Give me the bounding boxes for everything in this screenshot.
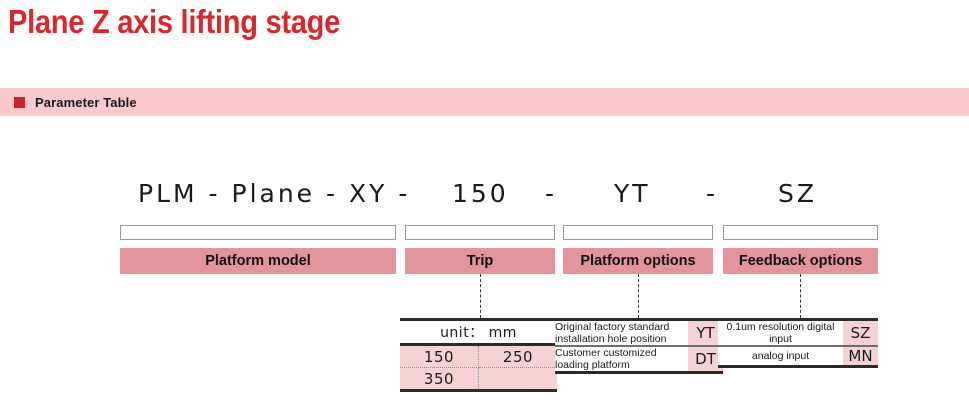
feedback-option-code-mn: MN: [843, 346, 878, 365]
connector-platform-options: [638, 274, 639, 318]
table-row: 150 250: [400, 344, 557, 368]
platform-options-subtable: Original factory standard installation h…: [555, 318, 723, 374]
category-label-feedback-options: Feedback options: [723, 248, 878, 274]
page-title: Plane Z axis lifting stage: [8, 3, 341, 40]
code-dash-2: -: [706, 179, 716, 208]
code-token-platform-options: YT: [614, 179, 651, 208]
platform-option-description-dt: Customer customized loading platform: [555, 346, 688, 371]
feedback-options-subtable: 0.1um resolution digital input SZ analog…: [718, 318, 878, 368]
bracket-platform-options: [563, 225, 713, 240]
table-row: 350: [400, 367, 557, 389]
bracket-trip: [405, 225, 555, 240]
platform-option-description-yt: Original factory standard installation h…: [555, 321, 688, 347]
connector-feedback-options: [800, 274, 801, 318]
trip-value-150: 150: [400, 344, 479, 368]
bracket-feedback-options: [723, 225, 878, 240]
bracket-platform-model: [120, 225, 396, 240]
table-row: analog input MN: [718, 346, 878, 365]
trip-subtable: unit： mm 150 250 350: [400, 318, 557, 392]
code-token-platform-model: PLM - Plane - XY -: [138, 179, 411, 208]
square-bullet-icon: [14, 96, 25, 108]
feedback-option-description-mn: analog input: [718, 346, 843, 365]
table-row: 0.1um resolution digital input SZ: [718, 321, 878, 347]
platform-option-code-yt: YT: [688, 321, 723, 347]
feedback-option-description-sz: 0.1um resolution digital input: [718, 321, 843, 347]
category-label-platform-options: Platform options: [563, 248, 713, 274]
connector-trip: [480, 274, 481, 318]
table-row: Original factory standard installation h…: [555, 321, 723, 347]
trip-unit-header: unit： mm: [400, 321, 557, 346]
table-row: Customer customized loading platform DT: [555, 346, 723, 371]
trip-value-empty: [478, 367, 557, 389]
category-label-trip: Trip: [405, 248, 555, 274]
feedback-option-code-sz: SZ: [843, 321, 878, 347]
category-label-platform-model: Platform model: [120, 248, 396, 274]
parameter-table-section-bar: Parameter Table: [0, 88, 969, 116]
code-token-trip: 150: [452, 179, 509, 208]
section-title: Parameter Table: [35, 94, 137, 110]
code-dash-1: -: [545, 179, 555, 208]
trip-value-250: 250: [478, 344, 557, 368]
code-token-feedback-options: SZ: [778, 179, 817, 208]
model-code-row: PLM - Plane - XY - 150 - YT - SZ: [0, 178, 969, 210]
platform-option-code-dt: DT: [688, 346, 723, 371]
trip-value-350: 350: [400, 367, 479, 389]
